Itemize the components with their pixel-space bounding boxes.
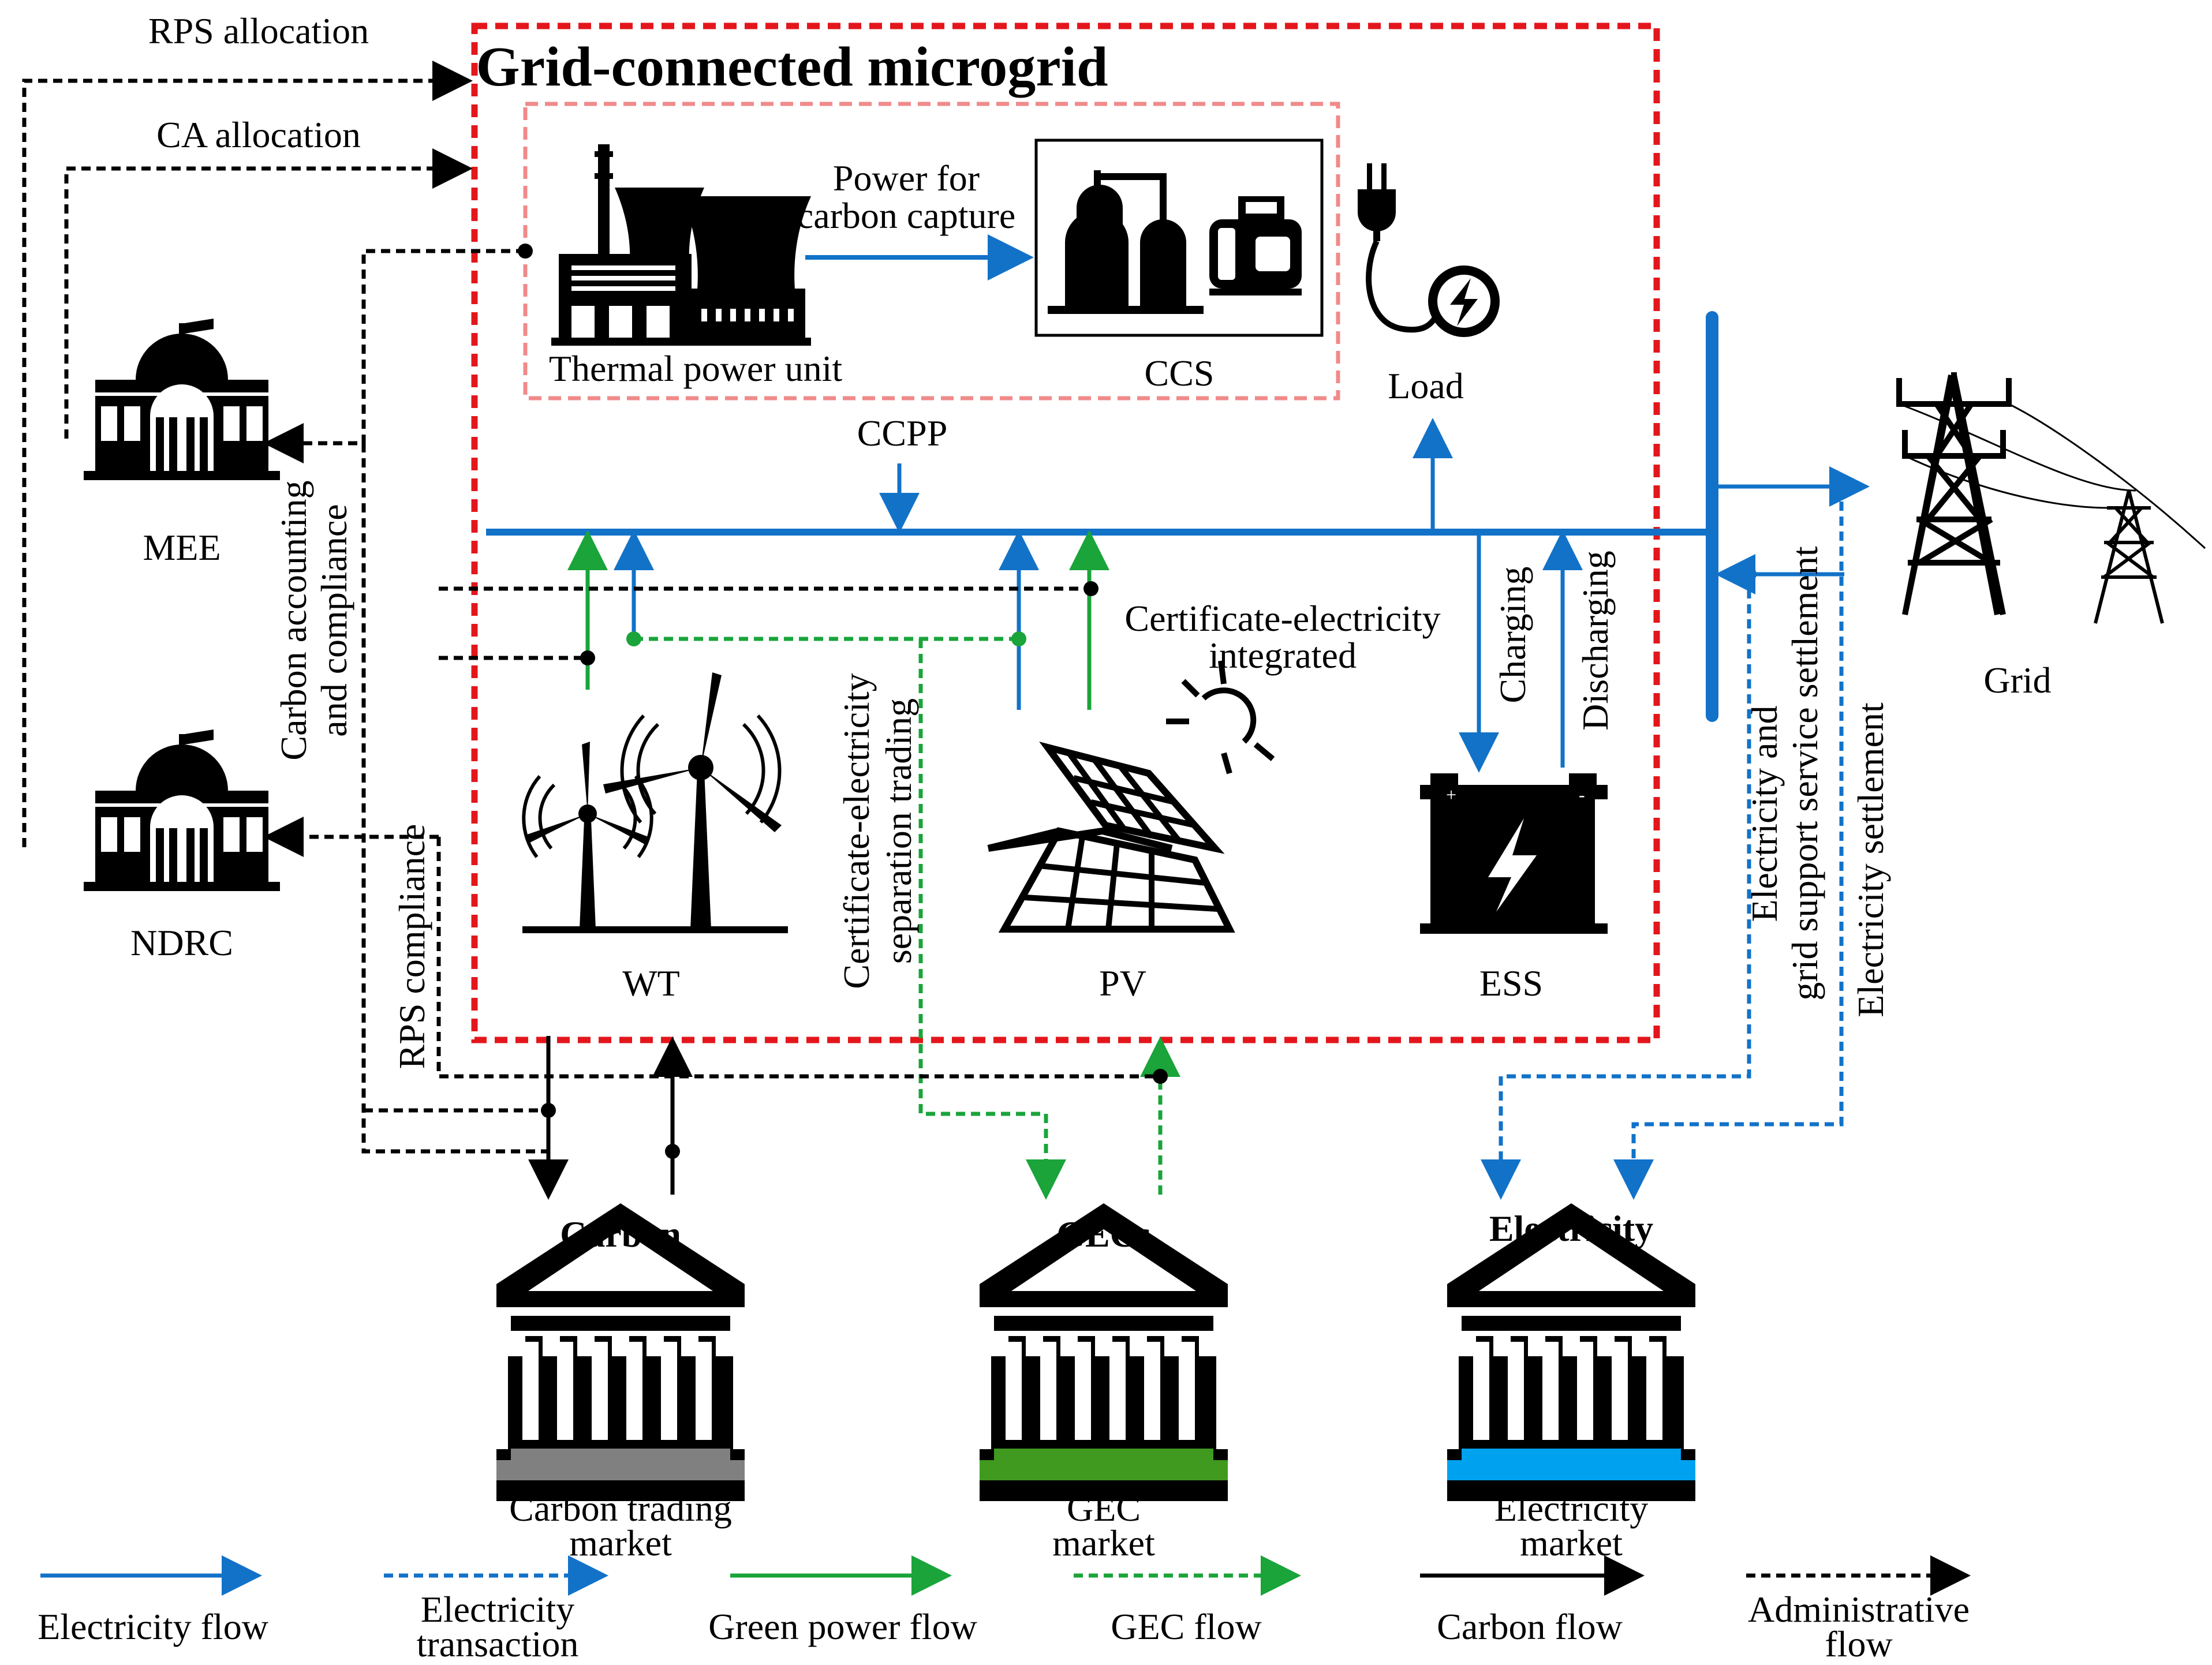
wind-turbine-icon [522,672,788,933]
carbon-market-label-1: Carbon trading [509,1488,732,1529]
gec-market-sign: GECs [1056,1214,1151,1255]
ndrc-label: NDRC [130,922,233,963]
svg-text:+: + [1446,784,1456,805]
pv-label: PV [1099,963,1146,1004]
cert-separation-label-2: separation trading [878,698,919,964]
gec-market-icon [980,1203,1228,1501]
ccs-label: CCS [1145,353,1215,394]
rps-compliance-main [436,837,1160,1079]
ccpp-label: CCPP [857,413,948,454]
ndrc-building-icon [84,729,280,891]
ca-allocation-line [64,148,473,439]
carbon-accounting-label-2: and compliance [313,504,354,736]
charging-label: Charging [1492,566,1533,703]
legend-electricity-flow-label: Electricity flow [38,1606,268,1647]
electricity-market-icon [1447,1203,1695,1501]
small-tower-icon [2094,490,2164,624]
electricity-settlement-line [1613,487,1844,1200]
mee-label: MEE [143,527,221,568]
mee-building-icon [84,319,280,480]
grid-support-label-2: grid support service settlement [1784,546,1825,1001]
cert-integrated-label-2: integrated [1209,635,1357,676]
carbon-market-label-2: market [569,1522,672,1563]
gec-to-market-line [918,639,1066,1200]
discharging-label: Discharging [1575,551,1616,731]
thermal-power-unit-label: Thermal power unit [549,348,843,389]
battery-icon: + - [1420,773,1608,934]
power-for-carbon-capture-label-2: carbon capture [797,195,1015,236]
legend-green-power-label: Green power flow [708,1606,977,1647]
electricity-settlement-label: Electricity settlement [1850,702,1891,1017]
carbon-accounting-label-1: Carbon accounting [273,480,314,760]
page-title: Grid-connected microgrid [476,36,1108,98]
rps-allocation-label: RPS allocation [148,10,369,51]
load-plug-icon [1358,163,1500,337]
legend-administrative-label-2: flow [1825,1623,1892,1664]
wt-label: WT [622,963,680,1004]
sun-icon [1166,660,1275,774]
carbon-accounting-main [361,443,548,1154]
transmission-tower-icon [1896,372,2012,616]
gec-market-label-2: market [1052,1522,1155,1563]
legend: Electricity flow Electricity transaction… [38,1555,1971,1664]
power-for-carbon-capture-label-1: Power for [833,158,980,199]
legend-carbon-flow-label: Carbon flow [1437,1606,1623,1647]
legend-administrative-label-1: Administrative [1748,1589,1970,1630]
electricity-market-label-1: Electricity [1494,1488,1649,1529]
svg-text:-: - [1579,784,1585,805]
electricity-market-sign: Electricity [1489,1208,1653,1249]
grid-support-label-1: Electricity and [1744,706,1785,922]
pv-panel-icon [987,741,1235,933]
rps-allocation-line [22,61,473,847]
grid-label: Grid [1983,660,2051,701]
ess-label: ESS [1479,963,1543,1004]
cert-integrated-label-1: Certificate-electricity [1124,598,1440,639]
rps-compliance-label: RPS compliance [391,824,432,1069]
cert-separation-label-1: Certificate-electricity [836,673,877,989]
legend-electricity-transaction-label-2: transaction [417,1623,579,1664]
thermal-accounting-line [263,249,525,463]
carbon-market-icon [496,1203,745,1501]
ca-allocation-label: CA allocation [156,114,361,155]
carbon-market-sign: Carbon [560,1214,681,1255]
load-label: Load [1388,365,1464,406]
gec-market-label-1: GEC [1067,1488,1141,1529]
electricity-market-label-2: market [1520,1522,1623,1563]
legend-electricity-transaction-label-1: Electricity [421,1589,575,1630]
legend-gec-flow-label: GEC flow [1111,1606,1261,1647]
